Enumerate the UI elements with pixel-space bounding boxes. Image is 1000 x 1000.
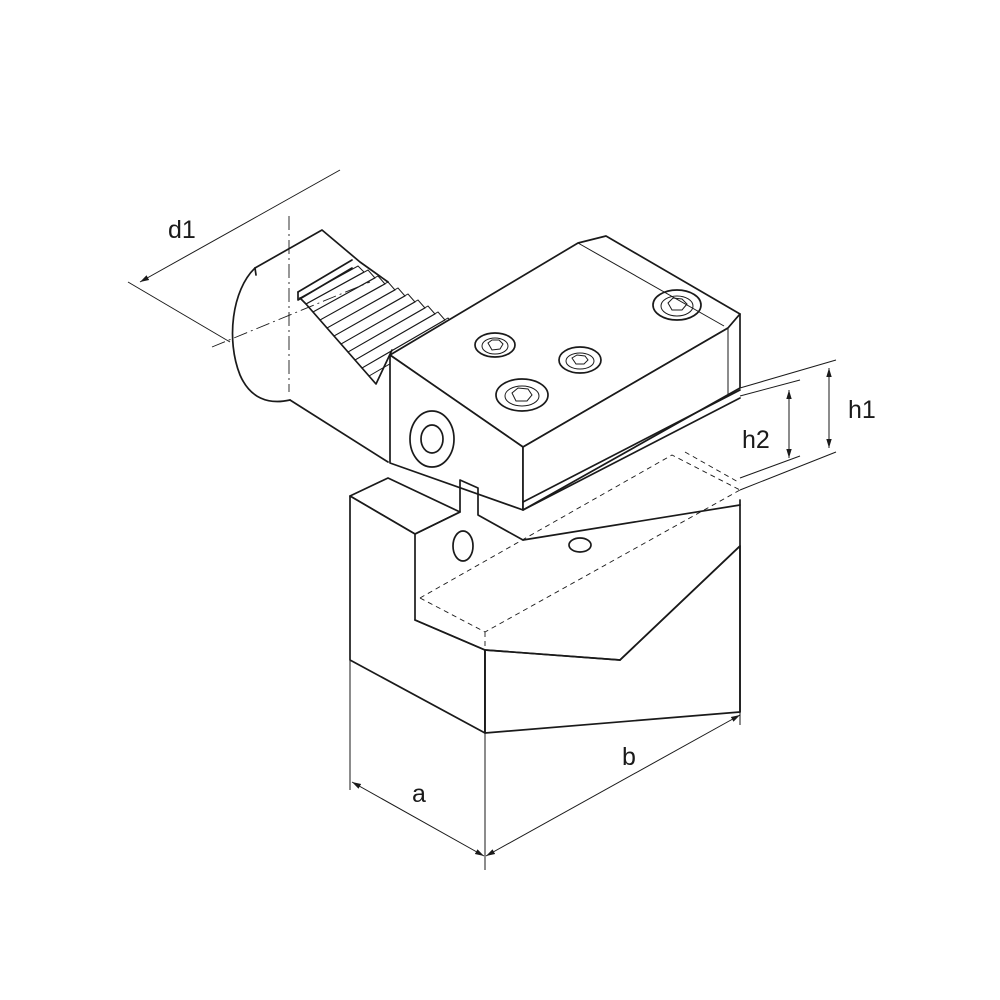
screw-icon — [652, 289, 702, 321]
dimension-lines — [127, 169, 837, 870]
shank-axis-diag — [211, 281, 371, 348]
front-bore-outer — [409, 410, 455, 468]
dimension-label-b: b — [622, 743, 636, 771]
dimension-label-a: a — [412, 780, 426, 808]
serration-teeth — [299, 265, 456, 385]
shank — [211, 216, 456, 463]
screw-icon — [474, 332, 516, 358]
socket-screws — [474, 289, 702, 412]
base-hole-left — [452, 530, 474, 562]
dimension-label-h2: h2 — [742, 426, 770, 454]
screw-icon — [558, 346, 602, 374]
dimension-label-d1: d1 — [168, 216, 196, 244]
base-body — [349, 451, 741, 734]
front-bore-inner — [420, 424, 444, 454]
base-hole-right — [568, 537, 592, 553]
screw-icon — [495, 378, 549, 412]
dimension-label-h1: h1 — [848, 396, 876, 424]
clamp-block — [389, 235, 741, 511]
